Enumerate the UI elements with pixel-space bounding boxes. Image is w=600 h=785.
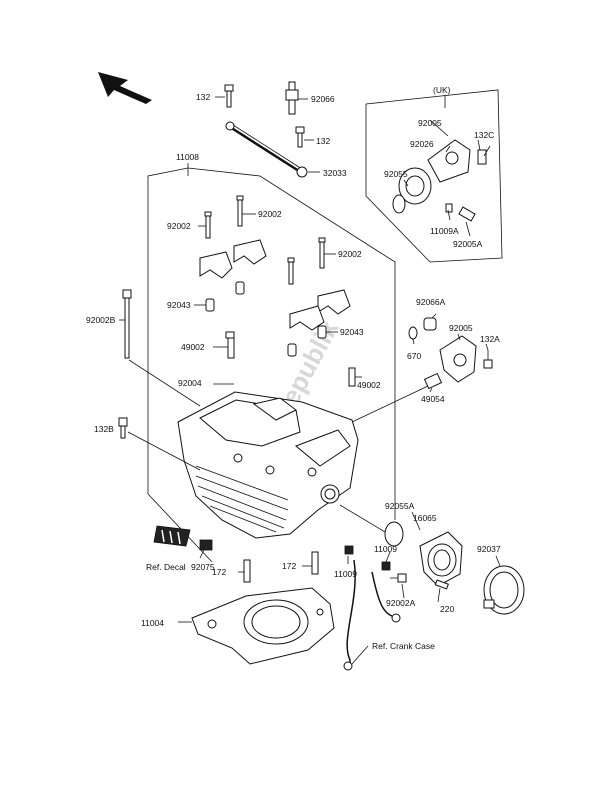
bracket-32033 — [225, 121, 320, 178]
uk-variant-box — [365, 89, 503, 263]
label-92037: 92037 — [477, 544, 501, 554]
label-11008: 11008 — [176, 152, 199, 162]
camshaft-cap-lower — [287, 257, 325, 331]
label-670: 670 — [407, 351, 421, 361]
label-49002-a: 49002 — [181, 342, 205, 352]
label-ref-crank-case: Ref. Crank Case — [372, 641, 435, 651]
label-220: 220 — [440, 604, 454, 614]
label-132-mid: 132 — [316, 136, 330, 146]
bolt-132b — [118, 417, 128, 439]
label-172-a: 172 — [212, 567, 226, 577]
sensor-49054 — [351, 372, 443, 423]
part-labels: 132 92066 132 32033 11008 (UK) 92005 920… — [86, 85, 501, 651]
cylinder-head — [177, 391, 359, 539]
label-32033: 32033 — [323, 168, 347, 178]
label-132-top: 132 — [196, 92, 210, 102]
plug-92075 — [199, 539, 213, 551]
label-49002-b: 49002 — [357, 380, 381, 390]
label-49054: 49054 — [421, 394, 445, 404]
label-11004: 11004 — [141, 618, 164, 628]
label-92043-a: 92043 — [167, 300, 191, 310]
label-11009-b: 11009 — [334, 569, 357, 579]
label-92055: 92055 — [384, 169, 408, 179]
screw-92002a — [390, 573, 407, 583]
label-92004: 92004 — [178, 378, 202, 388]
label-92002-a: 92002 — [258, 209, 282, 219]
label-132c: 132C — [474, 130, 494, 140]
label-92002-b: 92002 — [167, 221, 191, 231]
label-92075: 92075 — [191, 562, 215, 572]
dowel-pins-92043 — [194, 281, 338, 357]
clamp-92037 — [483, 565, 525, 615]
label-11009a: 11009A — [430, 226, 459, 236]
label-92066: 92066 — [311, 94, 335, 104]
o-ring-670 — [408, 326, 418, 340]
label-132a: 132A — [480, 334, 500, 344]
camshaft-cap-left — [198, 211, 233, 279]
camshaft-cap-mid — [233, 195, 267, 265]
label-ref-decal: Ref. Decal — [146, 562, 186, 572]
label-92055a: 92055A — [385, 501, 415, 511]
direction-arrow-icon — [98, 72, 152, 104]
label-16065: 16065 — [413, 513, 437, 523]
label-92026: 92026 — [410, 139, 434, 149]
hose-crank-case — [343, 559, 401, 671]
label-92002-c: 92002 — [338, 249, 362, 259]
cylinder-head-group-box — [147, 163, 396, 563]
decal-part — [153, 525, 191, 547]
stud-bolt-132-top — [215, 84, 234, 108]
o-ring-92055a — [339, 504, 404, 547]
uk-water-pump-parts — [392, 139, 491, 222]
intake-holder-16065 — [419, 531, 463, 587]
stud-172-left — [238, 559, 251, 583]
label-132b: 132B — [94, 424, 114, 434]
bolt-132a — [483, 350, 493, 369]
housing-92005 — [439, 335, 477, 383]
screw-220 — [434, 579, 449, 590]
leader-lines — [127, 119, 501, 603]
label-92005: 92005 — [449, 323, 473, 333]
label-172-b: 172 — [282, 561, 296, 571]
head-gasket-11004 — [178, 587, 335, 665]
long-bolt-92002b — [119, 289, 201, 407]
label-11009-a: 11009 — [374, 544, 397, 554]
stud-172-right — [302, 551, 319, 575]
spark-plug-92066 — [285, 81, 308, 115]
chain-guide-49002-right — [348, 367, 362, 387]
chain-guide-49002-left — [213, 331, 235, 359]
label-92066a: 92066A — [416, 297, 446, 307]
plug-92066a — [423, 317, 437, 331]
bolt-132-mid — [295, 126, 314, 148]
label-92005a: 92005A — [453, 239, 483, 249]
label-92002a: 92002A — [386, 598, 416, 608]
label-92002b: 92002B — [86, 315, 116, 325]
label-92043-b: 92043 — [340, 327, 364, 337]
label-uk: (UK) — [433, 85, 451, 95]
label-92005-uk: 92005 — [418, 118, 442, 128]
